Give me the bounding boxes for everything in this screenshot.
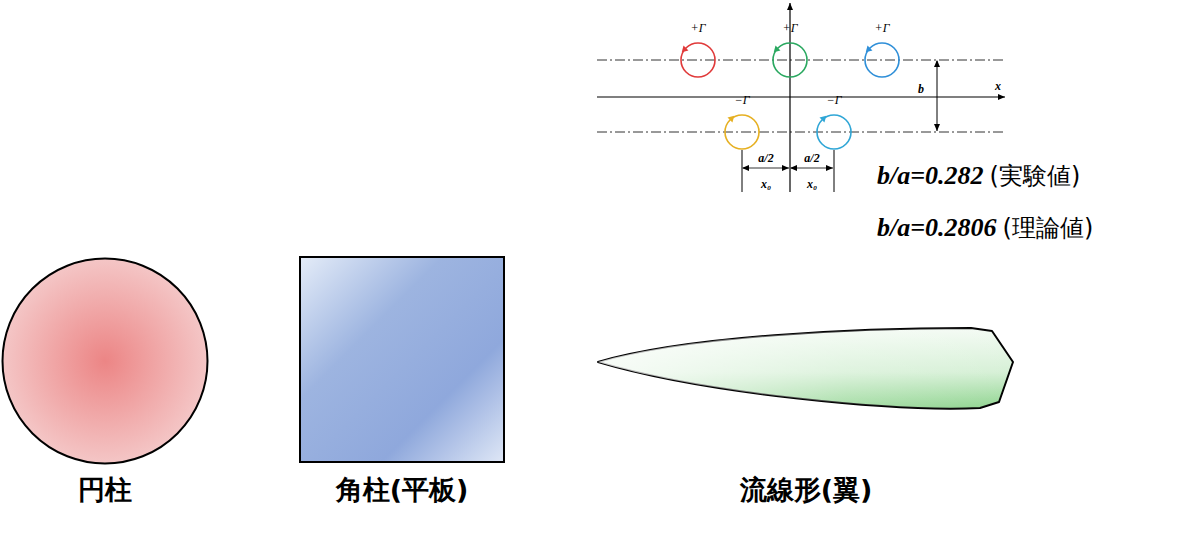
x-axis — [597, 96, 1005, 97]
vortex-circle — [681, 43, 715, 77]
circulation-label: −Γ — [827, 93, 842, 108]
square-prism-shape — [300, 257, 504, 462]
shape-outline — [862, 40, 902, 80]
dimension-label: x₀ — [807, 177, 817, 192]
vortex-node: +Γ — [678, 40, 718, 80]
body-shape-node: 流線形(翼) — [596, 322, 1016, 414]
circulation-label: +Γ — [875, 21, 890, 36]
dimension-label: a/2 — [804, 151, 819, 166]
vortex-arrowhead — [728, 116, 735, 123]
shape-outline — [299, 256, 505, 463]
dimension-label: a/2 — [758, 151, 773, 166]
airfoil-shape — [598, 328, 1013, 409]
body-shape-node: 角柱(平板) — [299, 256, 505, 463]
shape-outline — [678, 40, 718, 80]
vortex-row-line — [597, 60, 1005, 61]
extension-line — [834, 150, 835, 192]
dimension-arrow — [743, 168, 789, 169]
circulation-label: +Γ — [691, 21, 706, 36]
axis-label: x — [995, 79, 1001, 94]
body-shape-node: 円柱 — [1, 257, 209, 465]
ratio-note: (理論値) — [1003, 212, 1094, 244]
vortex-circle — [773, 43, 807, 77]
vortex-node: +Γ — [770, 40, 810, 80]
vortex-circle — [865, 43, 899, 77]
airfoil-shade — [598, 328, 1013, 409]
vortex-arrowhead — [866, 46, 873, 53]
shape-caption: 円柱 — [78, 472, 132, 508]
vortex-node: −Γ — [814, 112, 854, 152]
dimension-label: x₀ — [761, 177, 771, 192]
ratio-note: (実験値) — [990, 160, 1081, 192]
ratio-value: b/a=0.282 — [877, 161, 984, 191]
cylinder-shape — [3, 259, 208, 464]
vortex-arrowhead — [682, 46, 689, 53]
shape-outline — [1, 257, 209, 465]
circulation-label: −Γ — [735, 93, 750, 108]
shape-caption: 角柱(平板) — [336, 472, 469, 508]
vortex-node: −Γ — [722, 112, 762, 152]
extension-line — [742, 150, 743, 192]
shape-outline — [596, 322, 1016, 414]
vortex-circle — [817, 115, 851, 149]
circulation-label: +Γ — [783, 21, 798, 36]
vortex-arrowhead — [774, 46, 781, 53]
vortex-row-line — [597, 132, 1005, 133]
shape-outline — [770, 40, 810, 80]
vortex-node: +Γ — [862, 40, 902, 80]
b-dimension — [937, 61, 938, 131]
vortex-arrowhead — [820, 116, 827, 123]
shape-caption: 流線形(翼) — [740, 472, 873, 508]
dimension-label: b — [918, 82, 924, 97]
ratio-value: b/a=0.2806 — [877, 213, 997, 243]
dimension-arrow — [791, 168, 833, 169]
shape-outline — [722, 112, 762, 152]
shape-outline — [814, 112, 854, 152]
vortex-circle — [725, 115, 759, 149]
